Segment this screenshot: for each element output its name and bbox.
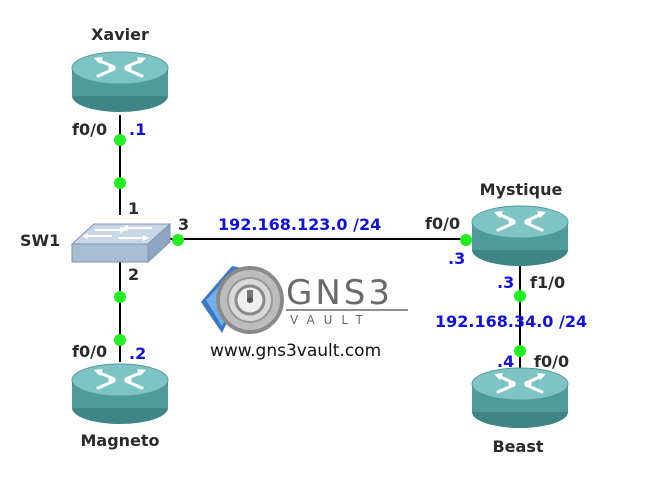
- port-dot-mystique-f0-0[interactable]: [460, 234, 472, 246]
- port-label-beast-f0-0: f0/0: [534, 352, 569, 371]
- node-label-beast: Beast: [492, 437, 543, 456]
- ip-label-beast: .4: [497, 352, 514, 371]
- port-label-sw1-1: 1: [128, 199, 139, 218]
- port-dot-sw1-2[interactable]: [114, 291, 126, 303]
- router-xavier[interactable]: [70, 50, 170, 114]
- port-label-sw1-3: 3: [178, 215, 189, 234]
- router-icon: [70, 50, 170, 114]
- node-labels: Xavier Magneto Mystique Beast SW1: [20, 25, 563, 456]
- switch-sw1[interactable]: [70, 222, 172, 264]
- network-label-123: 192.168.123.0 /24: [218, 215, 381, 234]
- node-label-xavier: Xavier: [91, 25, 149, 44]
- switch-icon: [70, 222, 172, 264]
- port-dot-sw1-1[interactable]: [114, 177, 126, 189]
- router-mystique[interactable]: [470, 204, 570, 268]
- ip-label-magneto: .2: [129, 344, 146, 363]
- port-dot-xavier-f0-0[interactable]: [114, 134, 126, 146]
- port-label-mystique-f1-0: f1/0: [530, 273, 565, 292]
- port-label-mystique-f0-0: f0/0: [425, 214, 460, 233]
- port-label-sw1-2: 2: [128, 265, 139, 284]
- gns3-vault-logo: GNS3 VAULT www.gns3vault.com: [201, 266, 408, 361]
- port-dot-sw1-3[interactable]: [172, 234, 184, 246]
- node-label-sw1: SW1: [20, 231, 60, 250]
- node-label-mystique: Mystique: [480, 180, 563, 199]
- gns3-disc-icon: [201, 266, 284, 334]
- port-dot-mystique-f1-0[interactable]: [514, 290, 526, 302]
- router-magneto[interactable]: [70, 362, 170, 426]
- port-label-xavier-f0-0: f0/0: [72, 120, 107, 139]
- logo-subtitle: VAULT: [290, 313, 372, 327]
- port-labels: f0/0 1 2 f0/0 3 f0/0 f1/0 f0/0: [72, 120, 569, 371]
- router-beast[interactable]: [470, 366, 570, 430]
- logo-url[interactable]: www.gns3vault.com: [210, 341, 381, 361]
- router-icon: [70, 362, 170, 426]
- port-dot-magneto-f0-0[interactable]: [114, 334, 126, 346]
- logo-title: GNS3: [286, 273, 393, 313]
- ip-label-xavier: .1: [129, 120, 146, 139]
- port-dot-beast-f0-0[interactable]: [514, 345, 526, 357]
- network-label-34: 192.168.34.0 /24: [435, 312, 587, 331]
- router-icon: [470, 366, 570, 430]
- ip-label-mystique-f1-0: .3: [497, 273, 514, 292]
- router-icon: [470, 204, 570, 268]
- port-label-magneto-f0-0: f0/0: [72, 342, 107, 361]
- ip-label-mystique-f0-0: .3: [448, 249, 465, 268]
- node-label-magneto: Magneto: [80, 431, 159, 450]
- ip-labels: .1 .2 192.168.123.0 /24 .3 .3 192.168.34…: [129, 120, 587, 371]
- port-dots: [114, 134, 526, 357]
